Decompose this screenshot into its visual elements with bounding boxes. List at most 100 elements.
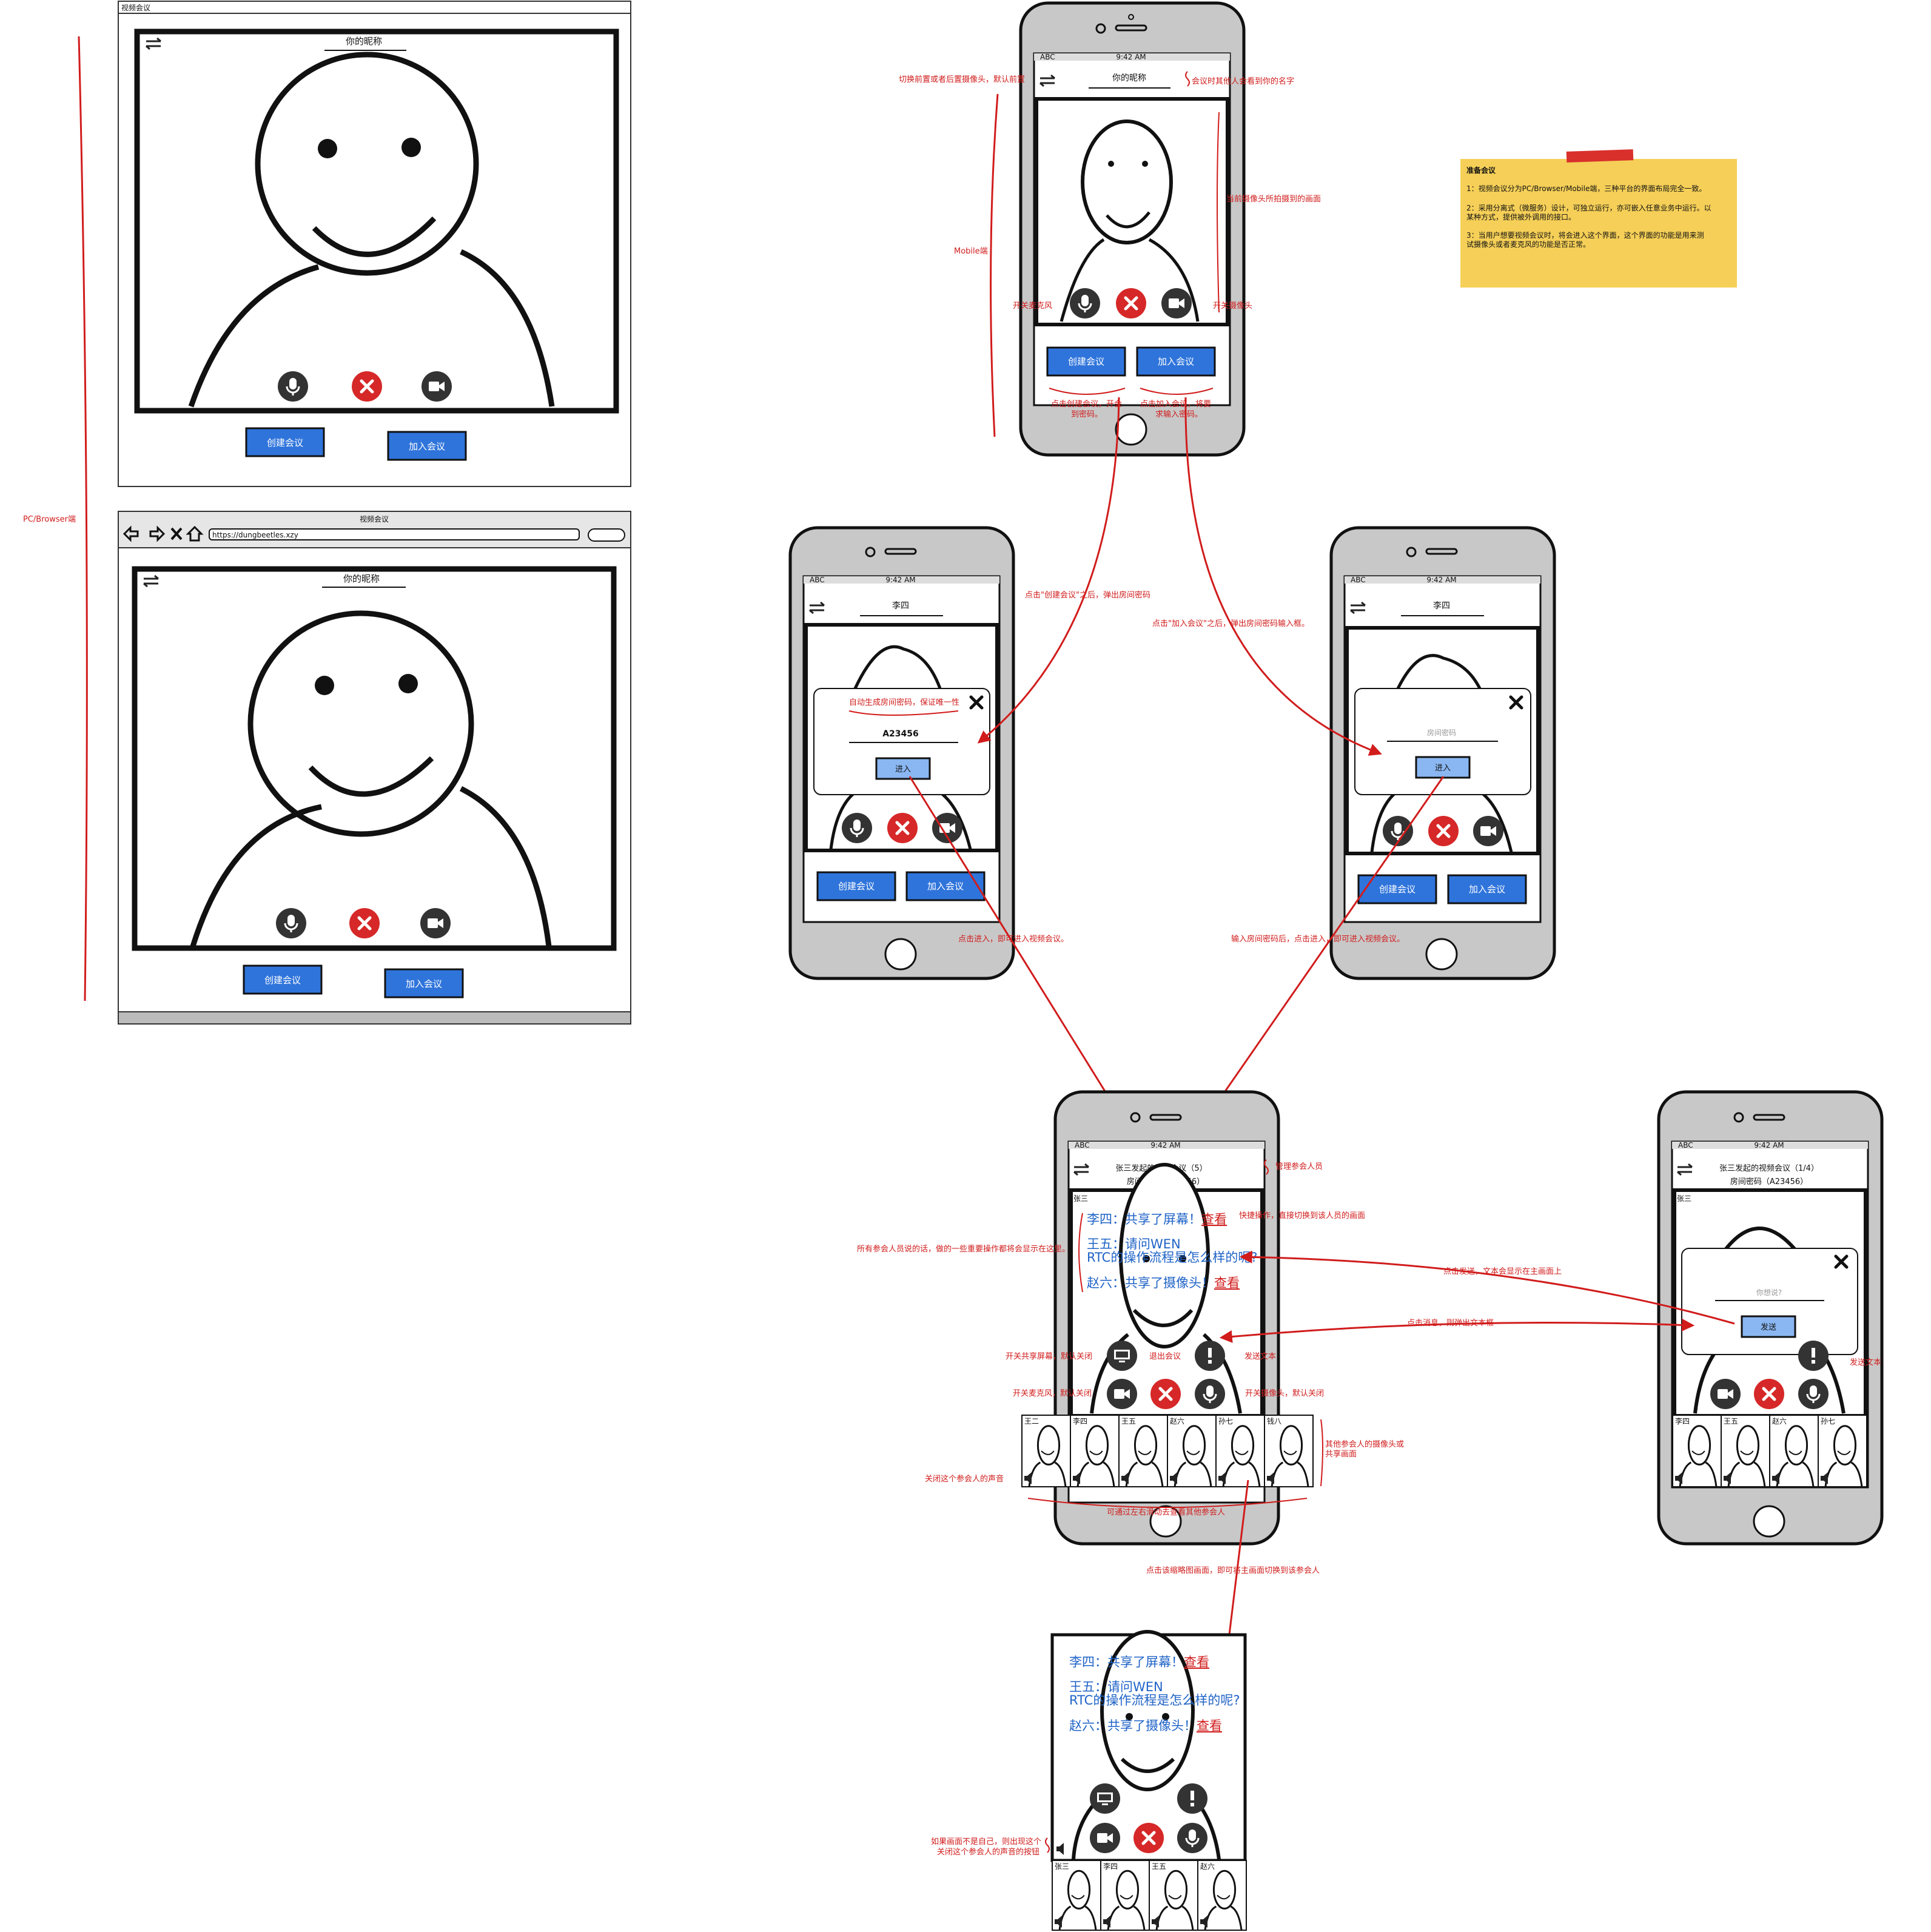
participant-strip[interactable]: 李四王五赵六孙七 — [1672, 1415, 1867, 1487]
join-meeting-label[interactable]: 加入会议 — [409, 441, 445, 452]
participant-thumbnail[interactable]: 钱八 — [1264, 1415, 1314, 1487]
participant-thumbnail[interactable]: 李四 — [1672, 1415, 1722, 1487]
create-meeting-label[interactable]: 创建会议 — [1379, 884, 1416, 895]
chat-name: 李四： — [1087, 1212, 1125, 1227]
join-meeting-button[interactable] — [1136, 346, 1216, 377]
chat-view-link[interactable]: 查看 — [1184, 1655, 1209, 1669]
camera-icon[interactable] — [420, 908, 451, 938]
create-meeting-label[interactable]: 创建会议 — [264, 975, 301, 986]
status-carrier: ABC — [810, 576, 825, 584]
participant-thumbnail[interactable]: 李四 — [1070, 1415, 1120, 1487]
alert-icon[interactable] — [1195, 1341, 1225, 1371]
screen-share-icon[interactable] — [1107, 1341, 1137, 1371]
hangup-icon[interactable] — [1754, 1379, 1784, 1409]
home-button[interactable] — [1753, 1505, 1785, 1538]
home-button[interactable] — [1425, 938, 1458, 971]
hangup-icon[interactable] — [1116, 288, 1146, 318]
camera-icon[interactable] — [1090, 1823, 1120, 1853]
hangup-icon[interactable] — [352, 371, 382, 402]
home-button[interactable] — [1115, 413, 1147, 446]
create-meeting-button[interactable] — [245, 427, 325, 457]
home-icon[interactable] — [186, 525, 204, 542]
participant-strip[interactable]: 王二李四王五赵六孙七 钱八 — [1021, 1415, 1314, 1487]
camera-icon[interactable] — [1107, 1379, 1137, 1409]
hangup-icon[interactable] — [1150, 1379, 1181, 1409]
camera-icon[interactable] — [1161, 288, 1192, 318]
sticky-line-3: 某种方式，提供被外调用的接口。 — [1466, 212, 1576, 221]
password-input[interactable]: 房间密码 — [1427, 728, 1456, 737]
enter-label[interactable]: 进入 — [895, 765, 911, 774]
hangup-icon[interactable] — [887, 813, 918, 843]
send-button[interactable] — [1741, 1315, 1796, 1338]
alert-icon[interactable] — [1177, 1783, 1207, 1814]
mobile-nickname[interactable]: 你的昵称 — [1112, 73, 1146, 83]
join-meeting-label[interactable]: 加入会议 — [1469, 884, 1505, 895]
participant-thumbnail[interactable]: 孙七 — [1215, 1415, 1265, 1487]
join-meeting-button[interactable] — [384, 968, 464, 998]
chat-text: 共享了摄像头！ — [1107, 1718, 1197, 1733]
create-meeting-label[interactable]: 创建会议 — [1068, 356, 1104, 367]
chat-view-link[interactable]: 查看 — [1197, 1718, 1222, 1733]
stop-icon[interactable] — [170, 527, 183, 540]
participant-thumbnail[interactable]: 王五 — [1149, 1860, 1198, 1931]
join-meeting-label[interactable]: 加入会议 — [1158, 356, 1194, 367]
mic-icon[interactable] — [1194, 1378, 1226, 1410]
mic-icon[interactable] — [1797, 1378, 1830, 1410]
status-carrier: ABC — [1075, 1141, 1090, 1149]
mic-icon[interactable] — [841, 812, 873, 844]
mic-icon[interactable] — [275, 907, 307, 940]
home-button[interactable] — [884, 938, 917, 971]
participant-thumbnail[interactable]: 张三 — [1052, 1860, 1101, 1931]
enter-button[interactable] — [875, 757, 931, 780]
home-button[interactable] — [1149, 1505, 1182, 1538]
participant-strip[interactable]: 张三李四王五赵六 — [1052, 1860, 1247, 1931]
participant-thumbnail[interactable]: 孙七 — [1818, 1415, 1867, 1487]
mic-icon[interactable] — [1069, 287, 1101, 320]
join-meeting-label[interactable]: 加入会议 — [927, 881, 964, 892]
message-input[interactable]: 你想说? — [1756, 1288, 1782, 1297]
sticky-title: 准备会议 — [1466, 166, 1496, 175]
avatar — [188, 52, 555, 408]
search-icon[interactable] — [588, 528, 625, 542]
hangup-icon[interactable] — [349, 908, 380, 938]
meeting-title[interactable]: 张三发起的视频会议（1/4） — [1719, 1163, 1819, 1173]
participant-thumbnail[interactable]: 赵六 — [1167, 1415, 1217, 1487]
url-text[interactable]: https://dungbeetles.xzy — [212, 531, 298, 539]
join-meeting-button[interactable] — [387, 431, 467, 461]
camera-icon[interactable] — [1473, 816, 1503, 846]
browser-nickname[interactable]: 你的昵称 — [343, 573, 380, 584]
participant-thumbnail[interactable]: 赵六 — [1197, 1860, 1247, 1931]
hangup-icon[interactable] — [1428, 816, 1459, 846]
enter-label[interactable]: 进入 — [1435, 764, 1451, 773]
chat-view-link[interactable]: 查看 — [1201, 1212, 1227, 1227]
url-bar[interactable] — [209, 528, 580, 540]
participant-name: 孙七 — [1218, 1417, 1233, 1425]
camera-icon[interactable] — [1710, 1379, 1741, 1409]
create-meeting-button[interactable] — [243, 964, 323, 995]
create-meeting-button[interactable] — [1046, 346, 1126, 377]
participant-thumbnail[interactable]: 赵六 — [1769, 1415, 1819, 1487]
chat-view-link[interactable]: 查看 — [1214, 1276, 1240, 1290]
hangup-icon[interactable] — [1133, 1823, 1164, 1853]
status-carrier: ABC — [1678, 1141, 1693, 1149]
send-label[interactable]: 发送 — [1761, 1322, 1776, 1332]
alert-icon[interactable] — [1798, 1341, 1829, 1371]
participant-thumbnail[interactable]: 王五 — [1118, 1415, 1168, 1487]
screen-share-icon[interactable] — [1090, 1783, 1120, 1814]
pc-nickname[interactable]: 你的昵称 — [346, 36, 382, 47]
camera-icon[interactable] — [421, 371, 452, 402]
mic-icon[interactable] — [277, 370, 309, 403]
join-meeting-label[interactable]: 加入会议 — [406, 978, 442, 989]
back-icon[interactable] — [123, 525, 139, 542]
enter-button[interactable] — [1415, 756, 1471, 779]
sticky-note: 准备会议 1：视频会议分为PC/Browser/Mobile端，三种平台的界面布… — [1460, 149, 1737, 288]
create-meeting-label[interactable]: 创建会议 — [267, 437, 303, 448]
participant-thumbnail[interactable]: 王二 — [1021, 1415, 1071, 1487]
create-meeting-label[interactable]: 创建会议 — [838, 881, 875, 892]
forward-icon[interactable] — [149, 525, 166, 542]
join-meeting-button[interactable] — [1447, 874, 1527, 904]
participant-thumbnail[interactable]: 李四 — [1100, 1860, 1150, 1931]
mic-icon[interactable] — [1176, 1822, 1209, 1854]
create-meeting-button[interactable] — [816, 871, 896, 901]
participant-thumbnail[interactable]: 王五 — [1721, 1415, 1770, 1487]
